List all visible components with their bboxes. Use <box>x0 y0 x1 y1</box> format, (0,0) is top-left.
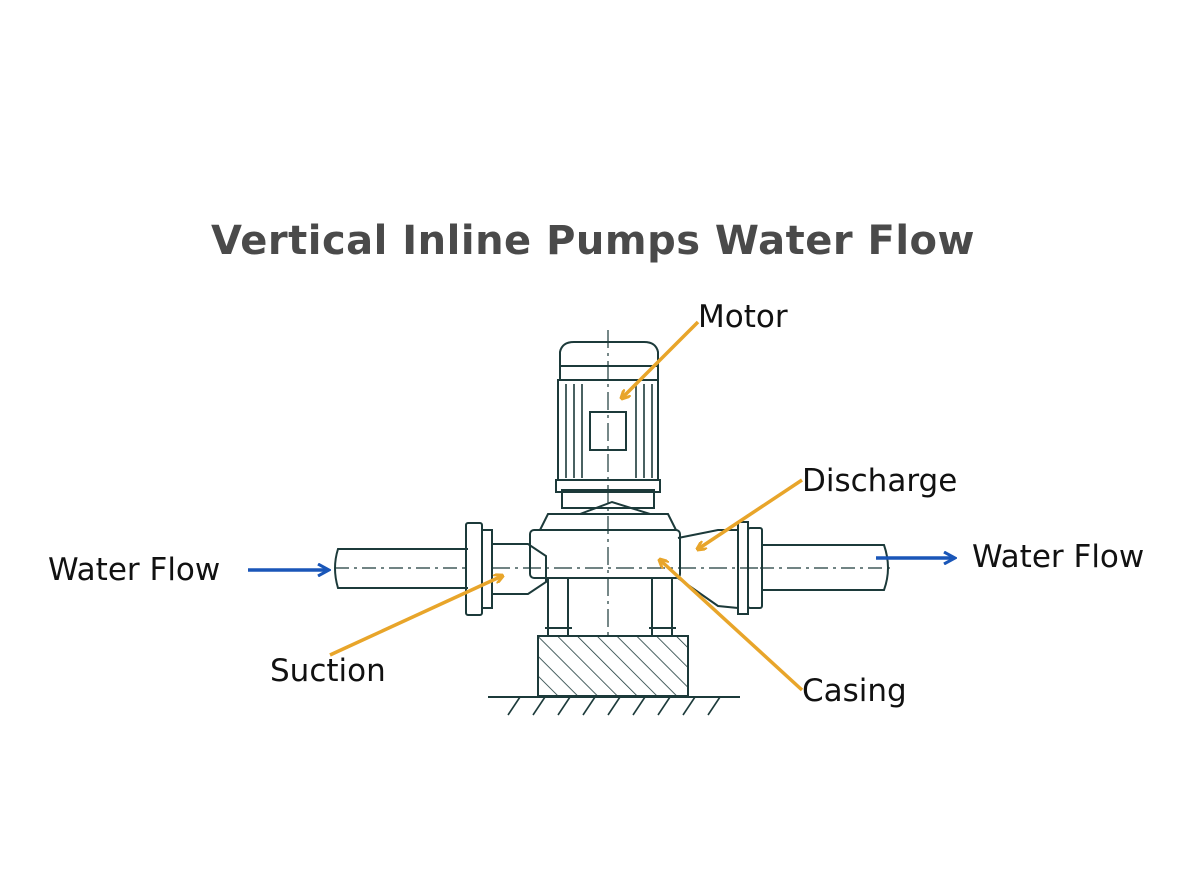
ground-base <box>488 696 740 716</box>
pump-casing-drawing <box>529 500 681 579</box>
discharge-arrow <box>698 478 803 549</box>
leader-arrows <box>329 320 804 692</box>
water-flow-out-label: Water Flow <box>972 539 1145 575</box>
casing-arrow <box>660 560 804 692</box>
suction-arrow <box>329 576 502 657</box>
support-legs <box>545 577 676 637</box>
motor-arrow <box>622 320 700 398</box>
casing-label: Casing <box>802 673 907 709</box>
inlet-pipe <box>334 522 547 616</box>
discharge-label: Discharge <box>802 463 958 499</box>
flow-arrows <box>248 558 954 570</box>
diagram-title: Vertical Inline Pumps Water Flow <box>210 218 975 264</box>
outlet-pipe <box>677 521 890 615</box>
motor-label: Motor <box>698 299 788 335</box>
pump-drawing <box>334 330 890 716</box>
pedestal <box>537 635 689 697</box>
suction-label: Suction <box>270 653 386 689</box>
water-flow-in-label: Water Flow <box>48 552 221 588</box>
